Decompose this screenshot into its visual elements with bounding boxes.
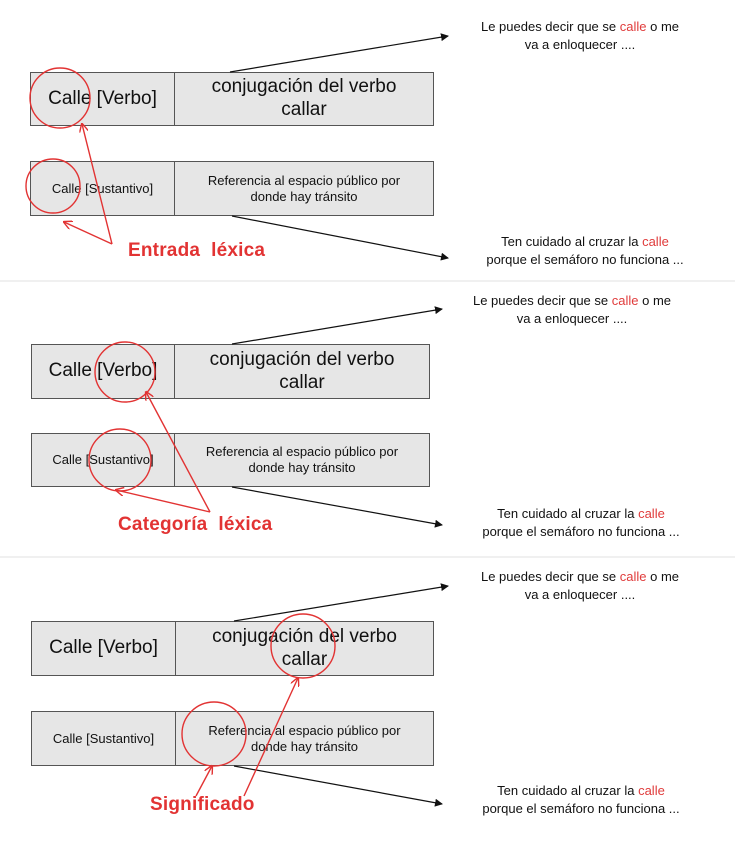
example-text: porque el semáforo no funciona ... — [482, 523, 680, 539]
noun-meaning-cell: Referencia al espacio público por donde … — [208, 722, 401, 754]
noun-row: Calle [Sustantivo] Referencia al espacio… — [30, 161, 434, 216]
noun-meaning-cell: Referencia al espacio público por donde … — [207, 172, 401, 204]
verb-row: Calle [Verbo] conjugación del verbo call… — [30, 72, 434, 126]
connector-arrow — [229, 33, 449, 73]
example-text: Ten cuidado al cruzar la — [497, 506, 639, 521]
example-sentence-verb: Le puedes decir que se calle o me va a e… — [440, 568, 720, 603]
example-text: o me — [646, 19, 680, 34]
example-text: va a enloquecer .... — [516, 310, 628, 326]
highlighted-word: calle — [619, 569, 647, 584]
example-sentence-verb: Le puedes decir que se calle o me va a e… — [432, 292, 712, 327]
example-text: Ten cuidado al cruzar la — [497, 783, 639, 798]
example-text: Le puedes decir que se — [480, 569, 620, 584]
example-text: va a enloquecer .... — [524, 586, 636, 602]
verb-meaning-cell: conjugación del verbo callar — [209, 348, 395, 393]
example-sentence-noun: Ten cuidado al cruzar la calle porque el… — [436, 782, 726, 817]
connector-arrow — [233, 765, 443, 807]
connector-arrow — [231, 306, 443, 345]
verb-row: Calle [Verbo] conjugación del verbo call… — [31, 344, 430, 399]
annotation-arrow — [64, 222, 113, 245]
verb-meaning-cell: conjugación del verbo callar — [212, 625, 397, 670]
highlighted-word: calle — [638, 783, 665, 798]
example-text: o me — [638, 293, 672, 308]
panel-divider — [0, 280, 735, 282]
verb-row: Calle [Verbo] conjugación del verbo call… — [31, 621, 434, 676]
example-sentence-verb: Le puedes decir que se calle o me va a e… — [440, 18, 720, 53]
verb-word-cell: Calle [Verbo] — [32, 622, 176, 675]
noun-word-cell: Calle [Sustantivo] — [32, 434, 175, 486]
noun-meaning-cell: Referencia al espacio público por donde … — [205, 444, 399, 475]
verb-word-cell: Calle [Verbo] — [31, 73, 175, 125]
noun-word-cell: Calle [Sustantivo] — [32, 712, 176, 765]
noun-row: Calle [Sustantivo] Referencia al espacio… — [31, 433, 430, 487]
annotation-arrow — [116, 490, 211, 513]
highlighted-word: calle — [611, 293, 639, 308]
noun-word-cell: Calle [Sustantivo] — [31, 162, 175, 215]
panel-divider — [0, 556, 735, 558]
example-sentence-noun: Ten cuidado al cruzar la calle porque el… — [436, 505, 726, 540]
highlighted-word: calle — [638, 506, 665, 521]
annotation-label-entrada-lexica: Entrada léxica — [128, 240, 266, 261]
example-text: Le puedes decir que se — [472, 293, 612, 308]
example-text: Ten cuidado al cruzar la — [501, 234, 643, 249]
annotation-label-significado: Significado — [150, 794, 255, 815]
annotation-arrow — [195, 766, 212, 797]
verb-meaning-cell: conjugación del verbo callar — [211, 76, 397, 120]
connector-arrow — [233, 583, 449, 622]
example-text: va a enloquecer .... — [524, 36, 636, 52]
highlighted-word: calle — [619, 19, 647, 34]
example-sentence-noun: Ten cuidado al cruzar la calle porque el… — [440, 233, 730, 268]
highlighted-word: calle — [642, 234, 669, 249]
annotation-label-categoria-lexica: Categoría léxica — [118, 514, 273, 535]
example-text: Le puedes decir que se — [480, 19, 620, 34]
noun-row: Calle [Sustantivo] Referencia al espacio… — [31, 711, 434, 766]
example-text: porque el semáforo no funciona ... — [486, 251, 684, 267]
example-text: porque el semáforo no funciona ... — [482, 800, 680, 816]
verb-word-cell: Calle [Verbo] — [32, 345, 175, 398]
example-text: o me — [646, 569, 680, 584]
